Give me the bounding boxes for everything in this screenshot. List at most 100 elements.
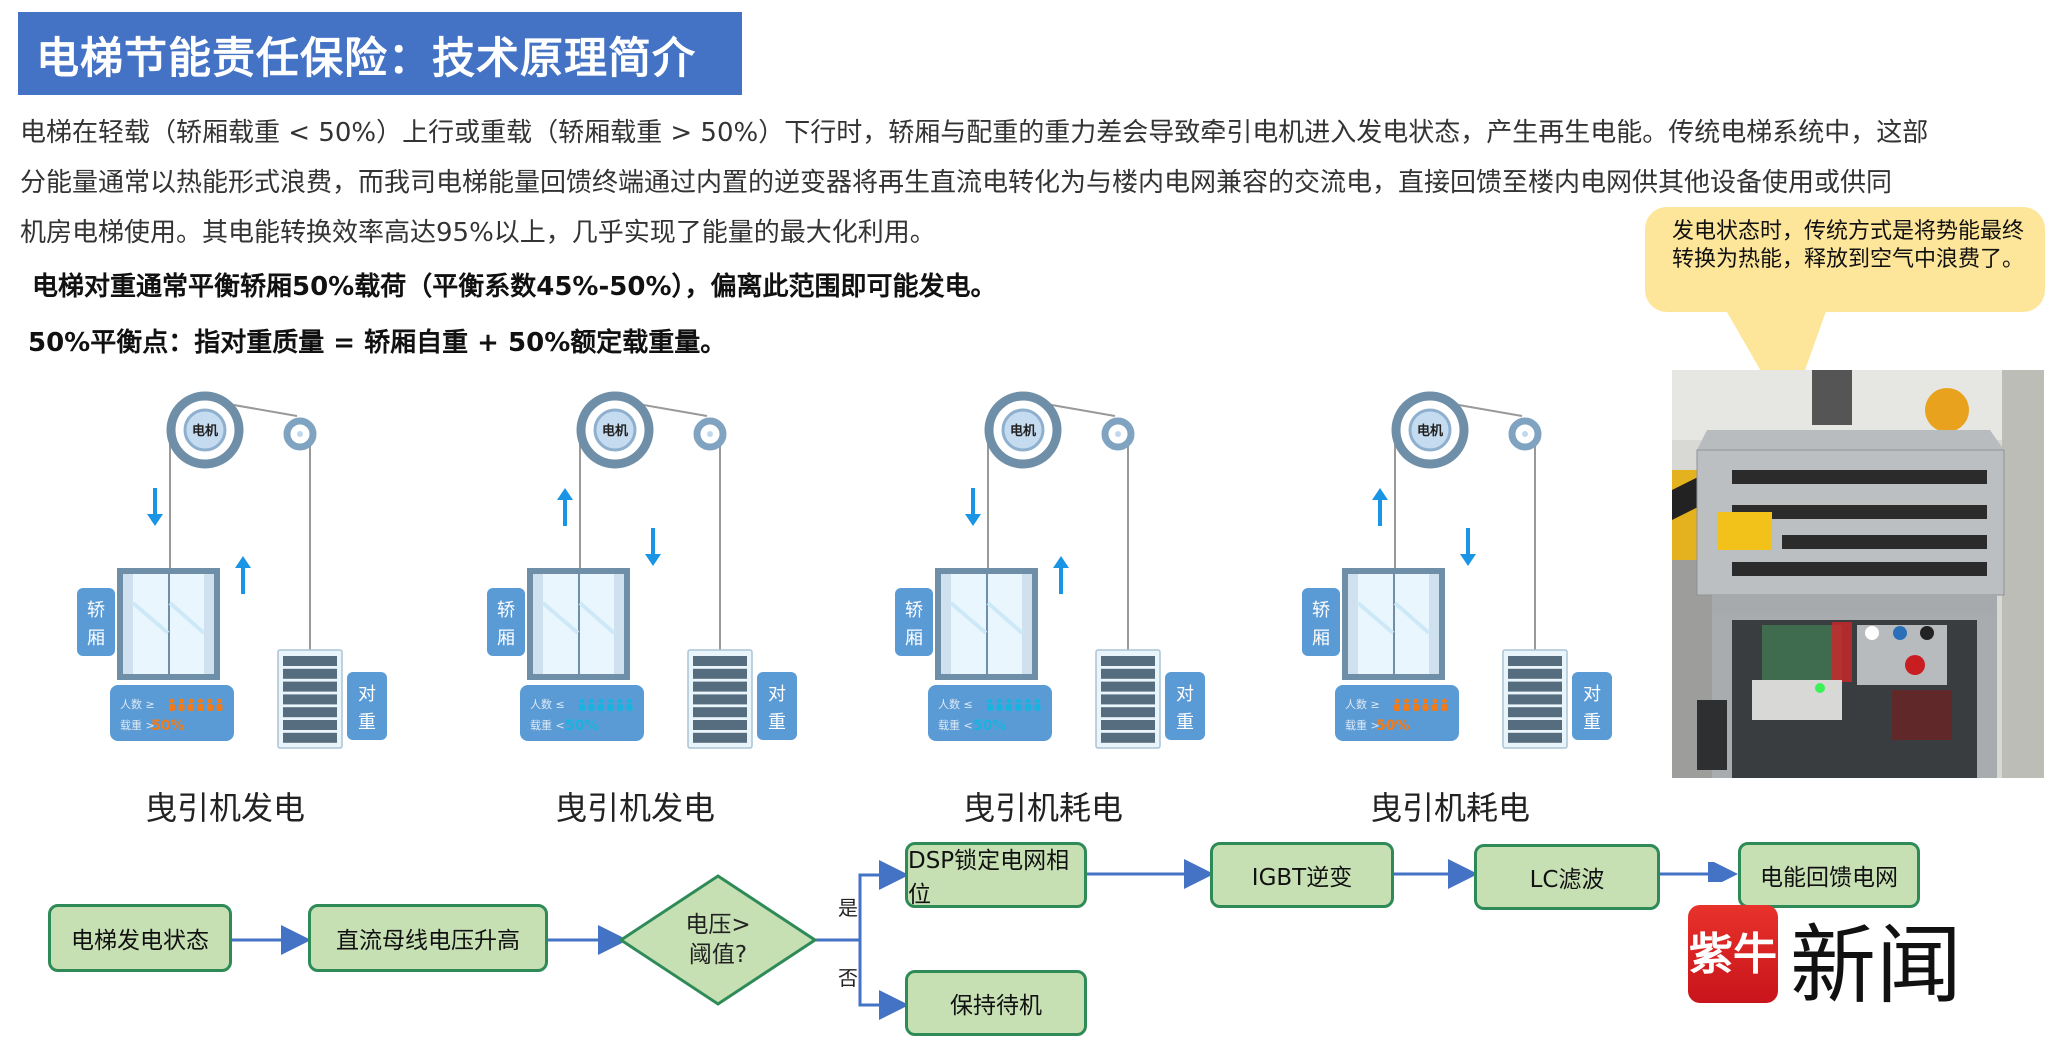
person-icon <box>197 698 204 711</box>
person-icon <box>1432 698 1438 711</box>
car-label-tag <box>1302 588 1340 656</box>
flow-feedback-grid: 电能回馈电网 <box>1738 842 1920 908</box>
intro-line: 分能量通常以热能形式浪费，而我司电梯能量回馈终端通过内置的逆变器将再生直流电转化… <box>20 168 1893 198</box>
elevator-diagram: 电机 轿 厢 人数 ≥ 载重 > 50% <box>1302 391 1612 749</box>
person-icon <box>207 698 213 711</box>
counterweight-slab <box>283 656 337 666</box>
counterweight-slab <box>1508 707 1562 718</box>
person-icon <box>1422 698 1429 711</box>
counterweight-slab <box>1101 732 1155 743</box>
svg-text:载重 >: 载重 > <box>120 718 155 732</box>
person-icon <box>598 698 604 711</box>
person-icon <box>617 698 623 711</box>
counterweight-slab <box>693 694 747 705</box>
up-arrow-icon <box>557 488 573 526</box>
flow-decision-text: 电压> 阈值? <box>685 912 751 968</box>
person-icon <box>607 698 614 711</box>
load-value: 50% <box>151 718 185 734</box>
car-label-tag <box>77 588 115 656</box>
person-icon <box>1034 698 1041 711</box>
elevator-diagram-panel: 电机 轿 厢 人数 ≥ 载重 > 50% <box>1280 388 1620 827</box>
flowchart-connectors <box>231 859 1700 1020</box>
flow-igbt: IGBT逆变 <box>1210 842 1394 908</box>
panel-caption: 曳引机耗电 <box>1369 789 1530 827</box>
elevator-diagram: 电机 轿 厢 人数 ≥ 载重 > 50% <box>77 391 387 749</box>
counterweight-label-tag <box>757 672 797 740</box>
counterweight-slab <box>1101 681 1155 692</box>
motor <box>1001 408 1045 452</box>
svg-text:轿: 轿 <box>905 600 923 621</box>
counterweight-slab <box>1101 694 1155 705</box>
counterweight-slab <box>693 732 747 743</box>
elevator-diagram-panel: 电机 轿 厢 人数 ≥ 载重 > 50% <box>55 388 395 827</box>
person-icon <box>1025 698 1031 711</box>
load-info-box <box>520 685 644 741</box>
counterweight-slab <box>283 681 337 692</box>
down-arrow-icon <box>147 488 163 526</box>
counterweight-slab <box>1508 668 1562 679</box>
counterweight-label-tag <box>347 672 387 740</box>
svg-text:厢: 厢 <box>1312 628 1330 649</box>
svg-text:对: 对 <box>1583 684 1601 705</box>
down-arrow-icon <box>965 488 981 526</box>
counterweight-slab <box>1508 681 1562 692</box>
flow-dc-bus-rise: 直流母线电压升高 <box>308 904 548 972</box>
counterweight-slab <box>283 707 337 718</box>
elevator-diagram: 电机 轿 厢 人数 ≤ 载重 < 50% <box>895 391 1205 749</box>
logo-badge <box>1688 905 1778 1003</box>
balance-point-note: 50%平衡点：指对重质量 = 轿厢自重 + 50%额定载重量。 <box>28 328 727 358</box>
callout-pointer <box>1720 300 1830 418</box>
motor <box>183 408 227 452</box>
person-icon <box>579 698 585 711</box>
counterweight-slab <box>1101 707 1155 718</box>
arrow-no <box>858 940 909 1020</box>
car-label-tag <box>895 588 933 656</box>
callout-text: 发电状态时，传统方式是将势能最终转换为热能，释放到空气中浪费了。 <box>1672 219 2025 272</box>
svg-text:人数 ≤: 人数 ≤ <box>938 698 973 711</box>
person-icon <box>987 698 993 711</box>
person-icon <box>188 698 194 711</box>
motor-label: 电机 <box>192 423 218 439</box>
counterweight-slab <box>283 668 337 679</box>
svg-text:重: 重 <box>1583 712 1601 733</box>
svg-text:对: 对 <box>768 684 786 705</box>
person-icon <box>1413 698 1419 711</box>
down-arrow-icon <box>645 528 661 566</box>
counterweight-label-tag <box>1572 672 1612 740</box>
person-icon <box>178 698 185 711</box>
svg-text:载重 <: 载重 < <box>530 718 565 732</box>
intro-line: 机房电梯使用。其电能转换效率高达95%以上，几乎实现了能量的最大化利用。 <box>20 218 936 248</box>
person-icon <box>1394 698 1400 711</box>
intro-line: 电梯在轻载（轿厢载重 < 50%）上行或重载（轿厢载重 > 50%）下行时，轿厢… <box>20 118 1929 148</box>
motor-label: 电机 <box>602 423 628 439</box>
counterweight-slab <box>1508 732 1562 743</box>
person-icon <box>1403 698 1410 711</box>
logo-text: 新闻 <box>1790 916 1962 1016</box>
down-arrow-icon <box>1460 528 1476 566</box>
svg-text:人数 ≥: 人数 ≥ <box>1345 698 1380 711</box>
arrow-yes <box>815 860 909 942</box>
load-value: 50% <box>1376 718 1410 734</box>
elevator-diagram-panel: 电机 轿 厢 人数 ≤ 载重 < 50% <box>873 388 1213 827</box>
car-label-tag <box>487 588 525 656</box>
person-icon <box>996 698 1003 711</box>
svg-text:厢: 厢 <box>87 628 105 649</box>
counterweight-slab <box>693 720 747 730</box>
counterweight-slab <box>1101 656 1155 666</box>
counterweight-slab <box>283 732 337 743</box>
person-icon <box>1015 698 1022 711</box>
counterweight-slab <box>283 720 337 730</box>
callout-bubble <box>1645 207 2045 312</box>
flow-start: 电梯发电状态 <box>48 904 232 972</box>
flow-yes-label: 是 <box>838 896 858 920</box>
counterweight-slab <box>1508 720 1562 730</box>
elevator-diagram-panel: 电机 轿 厢 人数 ≤ 载重 < 50% <box>465 388 805 827</box>
flow-lc-filter: LC滤波 <box>1474 844 1660 910</box>
intro-paragraph: 电梯在轻载（轿厢载重 < 50%）上行或重载（轿厢载重 > 50%）下行时，轿厢… <box>20 108 2040 258</box>
svg-text:载重 <: 载重 < <box>938 718 973 732</box>
load-value: 50% <box>973 718 1007 734</box>
counterweight-slab <box>693 668 747 679</box>
counterweight-label-tag <box>1165 672 1205 740</box>
person-icon <box>1006 698 1012 711</box>
person-icon <box>588 698 595 711</box>
